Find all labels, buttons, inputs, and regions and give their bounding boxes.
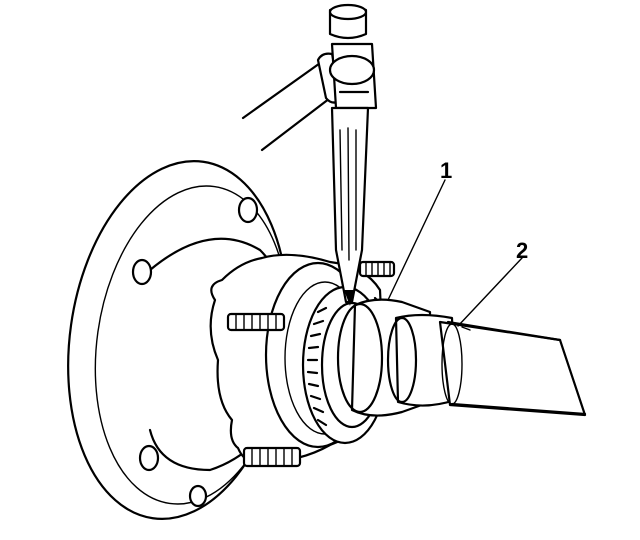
bolt-hole <box>138 444 160 472</box>
axle-shaft <box>336 298 587 417</box>
flange-bolt-holes <box>131 196 259 508</box>
leader-line-2 <box>457 257 523 327</box>
wheel-stud-upper <box>358 260 396 278</box>
punch-tool <box>241 3 378 306</box>
wheel-stud-left <box>226 312 286 332</box>
callout-leaders <box>387 179 523 327</box>
bolt-hole <box>237 196 259 224</box>
leader-line-1 <box>387 179 446 301</box>
wheel-stud-lower <box>242 446 302 468</box>
callout-label-2: 2 <box>516 238 528 263</box>
callout-label-1: 1 <box>440 158 452 183</box>
bolt-hole <box>188 484 208 508</box>
bolt-hole <box>131 258 153 286</box>
